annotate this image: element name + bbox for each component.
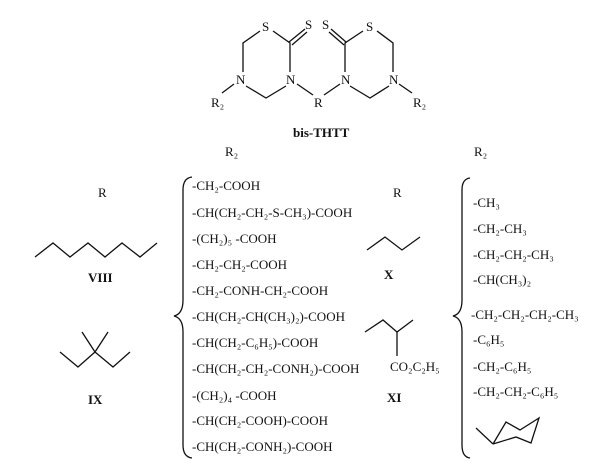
- r2-item: -CH(CH₂-C₆H₅)-COOH: [192, 335, 318, 350]
- r2-item: -CH(CH₂-CH₂-S-CH₃)-COOH: [192, 205, 352, 220]
- atom-n: N: [286, 72, 296, 87]
- r2-item: -CH₂-CH₂-COOH: [192, 257, 287, 272]
- r2-item: -CH₂-C₆H₅: [473, 359, 531, 374]
- label-xi: XI: [387, 390, 401, 405]
- xi-structure: [364, 319, 414, 356]
- bis-thtt-bonds: [221, 28, 413, 99]
- atom-n: N: [389, 72, 399, 87]
- r2-item: -CH₃: [473, 195, 500, 210]
- r2-item: -(CH₂)₄ -COOH: [192, 388, 277, 403]
- r2-item: -CH₂-CH₂-CH₃: [473, 247, 554, 262]
- atom-s: S: [366, 19, 373, 34]
- r2-item: -CH(CH₃)₂: [473, 272, 531, 287]
- structure-name: bis-THTT: [293, 125, 350, 140]
- atom-s: S: [322, 17, 329, 32]
- r2-item: -CH(CH₂-CH₂-CONH₂)-COOH: [192, 361, 359, 376]
- r2-item: -CH(CH₂-CONH₂)-COOH: [192, 439, 333, 454]
- label-x: X: [384, 267, 394, 282]
- r2-item: -(CH₂)₅ -COOH: [192, 231, 277, 246]
- r2-item: -CH₂-CH₃: [473, 221, 527, 236]
- atom-n: N: [236, 72, 246, 87]
- right-brace: [452, 177, 471, 459]
- r-label: R: [314, 95, 323, 110]
- r-header-right: R: [393, 185, 402, 200]
- r2-item: -C₆H₅: [473, 332, 504, 347]
- r2-label: R₂: [211, 95, 224, 110]
- r2-item: -CH₂-COOH: [192, 178, 260, 193]
- r2-item: -CH₂-CH₂-CH₂-CH₃: [471, 307, 579, 322]
- r2-header-right: R₂: [474, 144, 487, 159]
- r-header-left: R: [98, 185, 107, 200]
- r2-item: -CH(CH₂-COOH)-COOH: [192, 413, 328, 428]
- label-viii: VIII: [88, 270, 113, 285]
- r2-header-left: R₂: [225, 144, 238, 159]
- r2-item: -CH₂-CONH-CH₂-COOH: [192, 283, 328, 298]
- r2-item: -CH(CH₂-CH(CH₃)₂)-COOH: [192, 309, 345, 324]
- xi-substituent: CO₂C₂H₅: [390, 359, 440, 374]
- left-brace: [173, 176, 193, 459]
- cyclohexyl-structure: [475, 416, 541, 445]
- label-ix: IX: [88, 392, 103, 407]
- r2-left-list: -CH₂-COOH -CH(CH₂-CH₂-S-CH₃)-COOH -(CH₂)…: [192, 178, 359, 454]
- atom-s: S: [305, 17, 312, 32]
- x-structure: [366, 236, 421, 251]
- atom-s: S: [262, 19, 269, 34]
- r2-label: R₂: [413, 95, 426, 110]
- atom-n: N: [341, 72, 351, 87]
- ix-structure: [59, 331, 131, 368]
- r2-item: -CH₂-CH₂-C₆H₅: [473, 384, 558, 399]
- viii-structure: [34, 242, 158, 258]
- r2-right-list: -CH₃ -CH₂-CH₃ -CH₂-CH₂-CH₃ -CH(CH₃)₂ -CH…: [471, 195, 579, 445]
